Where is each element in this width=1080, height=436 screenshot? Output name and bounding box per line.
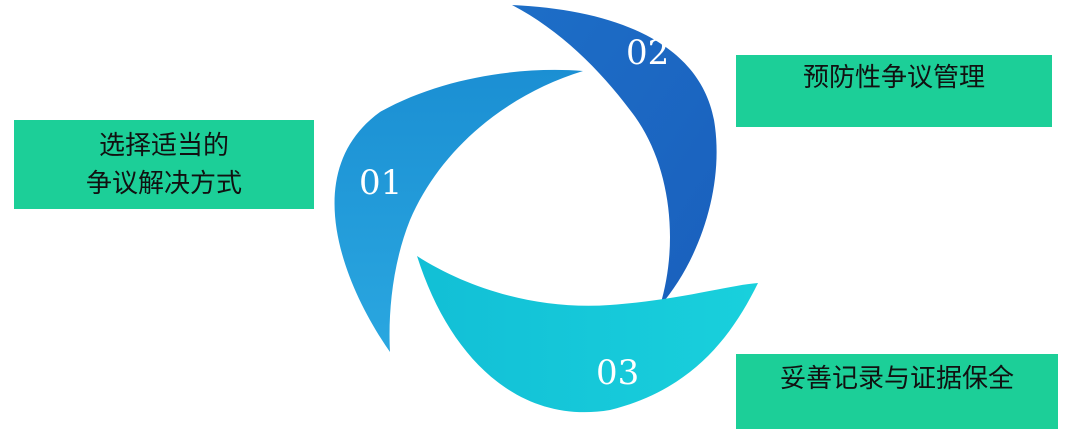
step-label-01-line-2: 争议解决方式 — [85, 168, 242, 199]
petal-03 — [417, 256, 758, 413]
step-label-03: 妥善记录与证据保全 — [736, 354, 1058, 429]
step-label-02-line-1: 预防性争议管理 — [802, 63, 985, 93]
petal-02 — [512, 5, 717, 306]
step-label-02: 预防性争议管理 — [736, 55, 1052, 127]
step-number-01: 01 — [359, 163, 402, 203]
step-number-03: 03 — [596, 353, 639, 393]
step-label-01-line-1: 选择适当的 — [98, 130, 229, 161]
step-number-02: 02 — [626, 33, 669, 73]
step-label-01: 选择适当的 争议解决方式 — [14, 120, 314, 209]
step-label-03-line-1: 妥善记录与证据保全 — [779, 364, 1014, 394]
petal-01 — [334, 69, 583, 352]
